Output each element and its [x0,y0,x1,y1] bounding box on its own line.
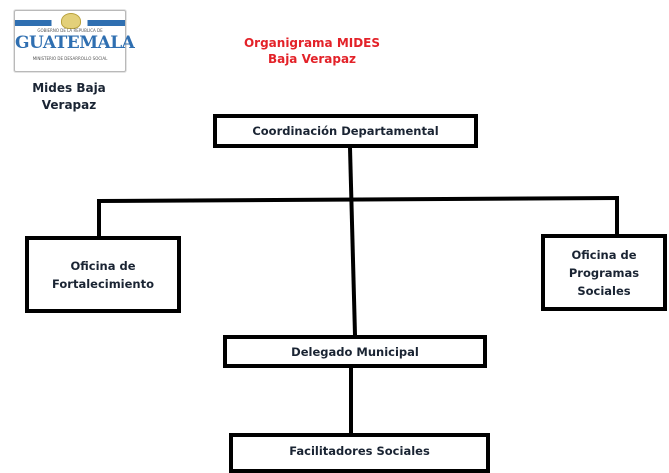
node-oficina-programas-sociales: Oficina de Programas Sociales [541,234,667,311]
title-line: Baja Verapaz [267,52,357,66]
node-facilitadores-sociales: Facilitadores Sociales [229,433,490,473]
node-label: Oficina de Programas Sociales [569,246,639,300]
org-caption-line: Mides Baja [32,81,106,95]
node-label-line: Programas [568,265,640,280]
node-label: Delegado Municipal [291,344,419,359]
connector-horizontal [96,195,620,204]
logo-bottom-text: MINISTERIO DE DESARROLLO SOCIAL [32,56,108,61]
connector-coord-down [347,145,358,338]
title-line: Organigrama MIDES [243,36,381,50]
node-label: Oficina de Fortalecimiento [52,257,154,293]
node-label-line: Fortalecimiento [51,276,155,291]
org-caption: Mides Baja Verapaz [14,80,124,114]
chart-title: Organigrama MIDES Baja Verapaz [212,35,412,67]
mides-logo: GOBIERNO DE LA REPUBLICA DE GUATEMALA MI… [14,10,135,72]
node-label: Facilitadores Sociales [289,444,430,458]
node-oficina-fortalecimiento: Oficina de Fortalecimiento [25,236,181,313]
org-caption-line: Verapaz [41,98,97,112]
node-coordinacion-departamental: Coordinación Departamental [213,114,478,148]
coat-of-arms-icon [61,13,81,29]
logo-top-text: GOBIERNO DE LA REPUBLICA DE [37,28,103,33]
node-label: Coordinación Departamental [252,124,439,138]
logo-wordmark: GUATEMALA [15,33,135,53]
node-label-line: Oficina de [70,258,136,273]
node-label-line: Sociales [577,283,631,298]
node-delegado-municipal: Delegado Municipal [223,335,487,368]
node-label-line: Oficina de [571,247,637,262]
